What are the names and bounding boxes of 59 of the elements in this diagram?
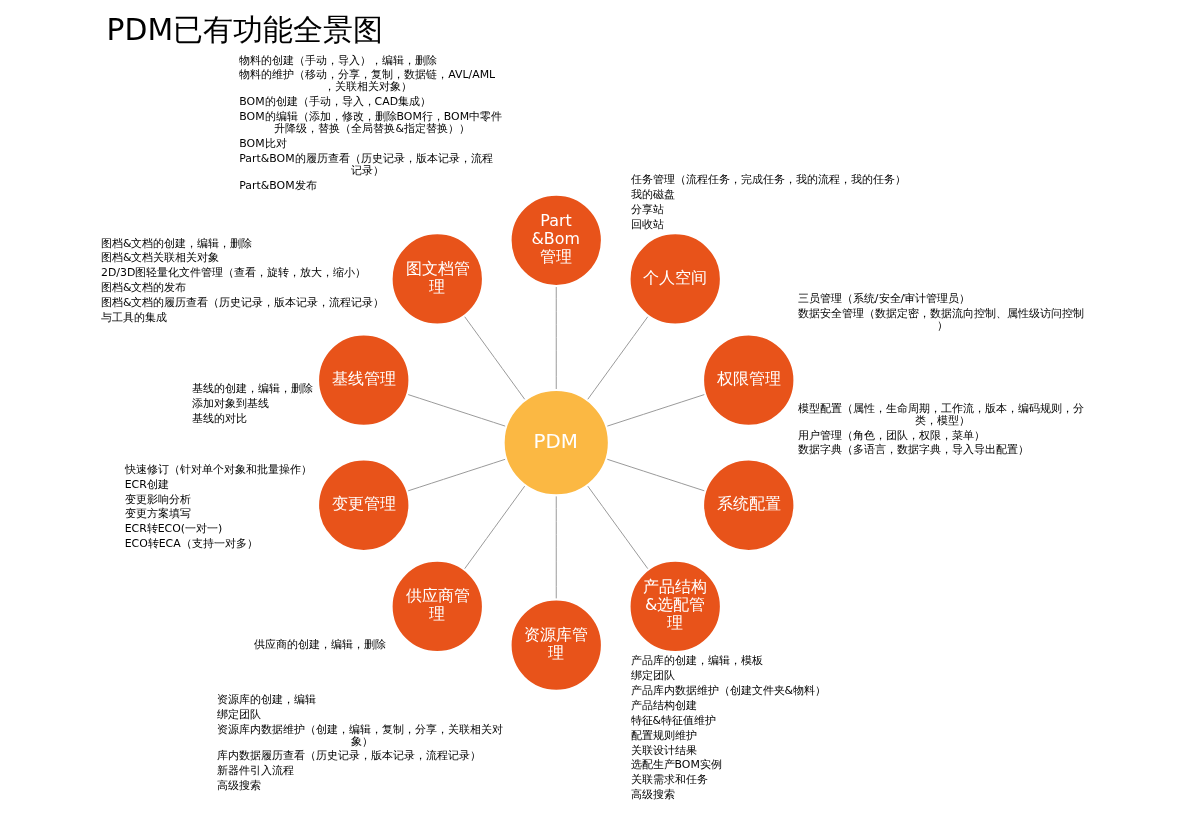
node-label: 产品库的创建，编辑，模板 [630, 654, 763, 668]
node-label: 添加对象到基线 [192, 396, 270, 410]
node-label: 配置规则维护 [630, 728, 697, 742]
node-label: 基线的对比 [192, 411, 248, 425]
connector [555, 286, 557, 390]
node-label: 模型配置（属性，生命周期，工作流，版本，编码规则，分类，模型） [797, 401, 1084, 427]
node-label: 2D/3D图轻量化文件管理（查看，旋转，放大，缩小） [100, 266, 367, 280]
node-label: 高级搜索 [217, 779, 262, 793]
diagram-title: PDM已有功能全景图 [106, 11, 384, 47]
node-label: 我的磁盘 [630, 187, 675, 201]
connector [407, 458, 506, 492]
connector [606, 458, 705, 492]
node-label: ECR转ECO(一对一) [124, 522, 223, 536]
connector [464, 316, 526, 400]
node-label: Part&BOM的履历查看（历史记录，版本记录，流程记录） [239, 151, 493, 177]
connector [407, 394, 506, 427]
node-label: 资源库的创建，编辑 [217, 692, 317, 706]
node-label: 库内数据履历查看（历史记录，版本记录，流程记录） [217, 749, 482, 763]
node-label: 变更影响分析 [124, 492, 191, 506]
node-label: BOM的编辑（添加，修改，删除BOM行，BOM中零件升降级，替换（全局替换&指定替换）） [239, 110, 503, 135]
node-label: 数据安全管理（数据定密，数据流向控制、属性级访问控制） [797, 306, 1084, 332]
node-label: 分享站 [630, 202, 664, 216]
node-label: 与工具的集成 [100, 310, 167, 324]
node-label: 基线的创建，编辑，删除 [192, 381, 314, 395]
node-label: BOM的创建（手动，导入，CAD集成） [239, 95, 432, 109]
connector [587, 316, 649, 400]
node-label: 图档&文档的履历查看（历史记录，版本记录，流程记录） [100, 296, 385, 310]
node-label: 产品结构创建 [630, 698, 697, 712]
node-label: 高级搜索 [630, 788, 675, 802]
node-label: 快速修订（针对单个对象和批量操作） [124, 462, 312, 476]
node-label: 产品库内数据维护（创建文件夹&物料） [630, 684, 827, 698]
node-label: 数据字典（多语言，数据字典，导入导出配置） [797, 443, 1029, 457]
node-label: 任务管理（流程任务，完成任务，我的流程，我的任务） [630, 173, 906, 187]
node-label: 变更方案填写 [124, 507, 191, 521]
node-label: 特征&特征值维护 [630, 713, 717, 727]
node-label: 关联设计结果 [630, 743, 697, 757]
connector [464, 485, 526, 570]
node-label: 图档&文档关联相关对象 [100, 251, 220, 265]
node-label: 图档&文档的发布 [100, 281, 187, 295]
node-label: 物料的维护（移动，分享，复制，数据链，AVL/AML，关联相关对象） [239, 68, 496, 94]
node-label: 关联需求和任务 [630, 773, 708, 787]
node-label: 资源库内数据维护（创建，编辑，复制，分享，关联相关对象） [217, 722, 504, 748]
node-label: ECO转ECA（支持一对多） [124, 537, 258, 551]
connector [606, 394, 705, 427]
node-label: 用户管理（角色，团队，权限，菜单） [797, 428, 985, 442]
node-label: 绑定团队 [217, 707, 262, 721]
connector [587, 485, 649, 570]
connector [555, 495, 557, 599]
node-label: 绑定团队 [630, 669, 675, 683]
node-label: Part&BOM发布 [239, 178, 317, 192]
node-label: 选配生产BOM实例 [630, 758, 722, 772]
node-label: 供应商的创建，编辑，删除 [253, 637, 386, 651]
node-label: 图档&文档的创建，编辑，删除 [100, 236, 253, 250]
node-label: 三员管理（系统/安全/审计管理员） [797, 292, 971, 306]
node-label: ECR创建 [124, 477, 169, 491]
node-label: 新器件引入流程 [217, 764, 295, 778]
node-label: 回收站 [630, 217, 664, 231]
node-label: BOM比对 [239, 136, 287, 150]
node-label: 物料的创建（手动，导入），编辑，删除 [239, 53, 438, 67]
